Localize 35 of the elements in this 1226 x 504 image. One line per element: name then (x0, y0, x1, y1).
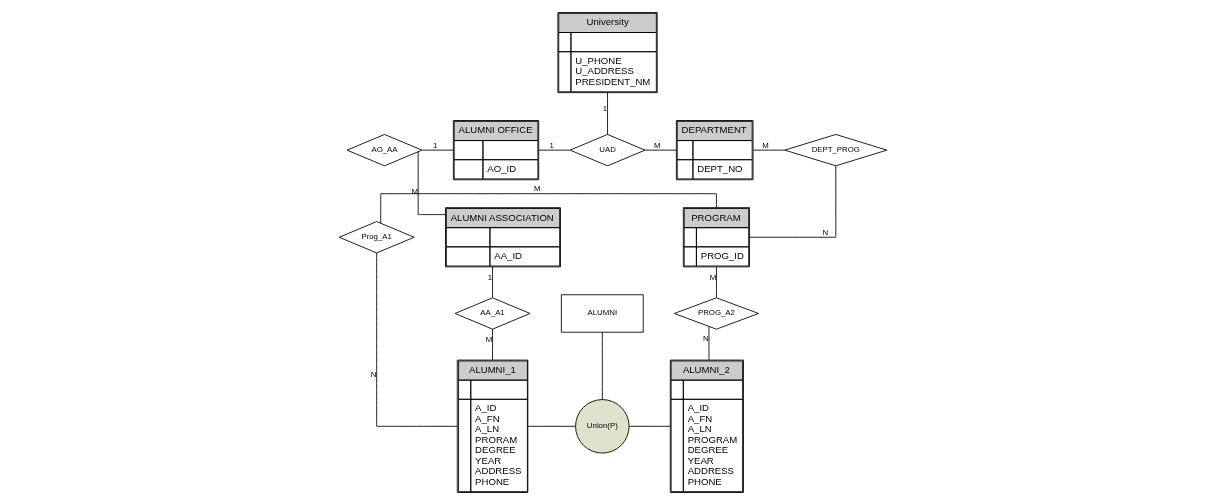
edge-label: N (370, 369, 377, 379)
edge-label: N (822, 227, 829, 237)
connector (749, 165, 837, 238)
node-diamond: Prog_A1 (338, 220, 415, 253)
edge-label: M (485, 334, 493, 344)
node-diamond: PROG_A2 (673, 296, 759, 330)
node-circle: Union(P) (575, 398, 630, 453)
connector (752, 149, 786, 151)
edge-label: M (653, 140, 661, 150)
node-diamond: AO_AA (346, 133, 423, 166)
connector (376, 252, 458, 427)
edge-label: M (762, 140, 769, 150)
node-diamond: DEPT_PROG (784, 133, 888, 166)
edge-label: 1 (433, 140, 438, 150)
connector (607, 91, 608, 135)
connector (527, 425, 576, 427)
connector (644, 149, 677, 151)
connector (492, 328, 493, 360)
connector (492, 266, 493, 298)
edge-label: 1 (487, 272, 493, 282)
edge-label: 1 (549, 140, 554, 150)
node-diamond: UAD (569, 133, 646, 166)
connector (708, 325, 710, 360)
connector (538, 149, 571, 151)
connector (628, 425, 671, 427)
node-box: ALUMNI (560, 293, 644, 333)
connector (421, 149, 454, 151)
node-diamond: AA_A1 (454, 296, 531, 330)
connector (601, 331, 603, 400)
edge-label: M (709, 272, 717, 282)
edge-label: N (703, 333, 709, 343)
edge-label: M (533, 183, 541, 193)
connector (716, 266, 717, 298)
edge-label: 1 (602, 103, 608, 113)
connector (417, 150, 446, 215)
